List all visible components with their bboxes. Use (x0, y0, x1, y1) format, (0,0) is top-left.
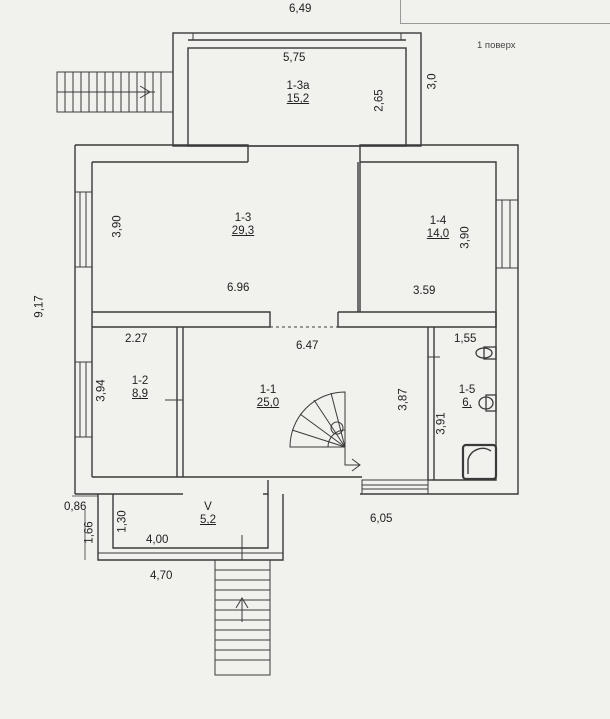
floor-title: 1 поверх (477, 40, 516, 51)
exterior-walls (74, 144, 519, 495)
sink-fixture (478, 394, 497, 412)
room-area: 29,3 (231, 225, 255, 237)
dim-porch-outer-width: 4,70 (150, 570, 173, 582)
room-id: 1-3 (234, 212, 252, 224)
dim-r12-height: 3,94 (95, 379, 108, 402)
porch-outline (97, 494, 284, 561)
dim-porch-inner-width: 4,00 (146, 534, 169, 546)
title-block-frame (400, 0, 610, 24)
dim-r11-width: 6.47 (296, 340, 319, 352)
front-stairs (214, 535, 271, 676)
dim-r11-height: 3,87 (397, 388, 410, 411)
room-id: 1-1 (259, 384, 277, 396)
side-stairs (56, 71, 174, 113)
spiral-staircase (289, 391, 361, 472)
dim-porch-height-outer: 1,66 (83, 521, 96, 544)
dim-r14-height: 3,90 (459, 226, 472, 249)
room-area: 6, (462, 397, 472, 409)
room-label-1-4: 1-4 14,0 (413, 215, 463, 241)
dim-terrace-inner-height: 2,65 (373, 89, 386, 112)
room-area: 8,9 (132, 388, 148, 400)
shower-tray (461, 443, 498, 481)
dim-terrace-width: 5,75 (283, 52, 306, 64)
room-area: 14,0 (426, 228, 450, 240)
room-area: 5,2 (200, 514, 216, 526)
room-id: 1-2 (131, 375, 149, 387)
room-id: 1-4 (429, 215, 447, 227)
room-id: 1-3а (286, 80, 310, 92)
dim-overall-height: 9,17 (33, 295, 46, 318)
room-id: 1-5 (458, 384, 476, 396)
dim-r12-width: 2.27 (125, 333, 148, 345)
dim-r15-width: 1,55 (454, 333, 477, 345)
windows (74, 32, 519, 495)
room-label-1-1: 1-1 25,0 (243, 384, 293, 410)
dim-top-width: 6,49 (289, 3, 312, 15)
dim-r14-width: 3.59 (413, 285, 436, 297)
dim-r13-width: 6.96 (227, 282, 250, 294)
interior-walls (92, 162, 497, 481)
room-label-1-3a: 1-3а 15,2 (273, 80, 323, 106)
room-id: V (204, 501, 212, 513)
toilet-fixture (475, 346, 497, 360)
room-label-1-3: 1-3 29,3 (218, 212, 268, 238)
dim-porch-offset: 0,86 (64, 501, 87, 513)
room-label-1-5: 1-5 6, (447, 384, 487, 410)
dim-bottom-right-width: 6,05 (370, 513, 393, 525)
room-label-1-2: 1-2 8,9 (115, 375, 165, 401)
room-label-v: V 5,2 (183, 501, 233, 527)
dim-r15-height: 3,91 (435, 412, 448, 435)
room-area: 15,2 (286, 93, 310, 105)
dim-terrace-outer-height: 3,0 (426, 73, 439, 90)
room-area: 25,0 (256, 397, 280, 409)
dimension-lines (72, 495, 98, 560)
dim-r13-height: 3,90 (111, 215, 124, 238)
dim-porch-height-inner: 1,30 (116, 510, 129, 533)
